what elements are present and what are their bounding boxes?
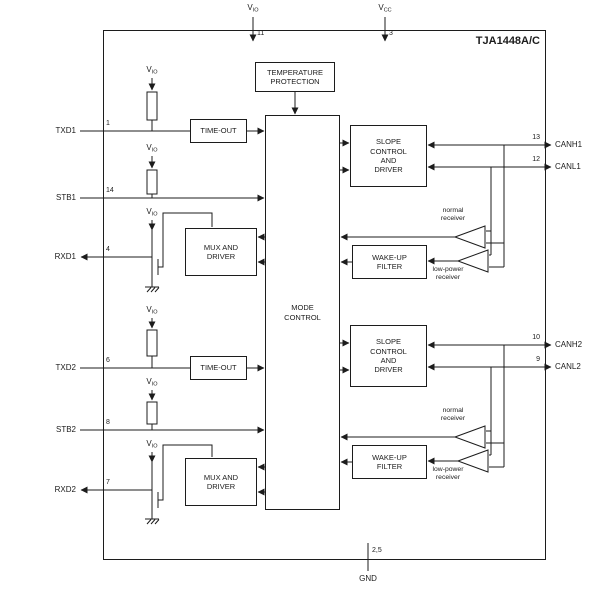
low-power-receiver2-symbol	[456, 449, 489, 473]
part-title: TJA1448A/C	[475, 35, 540, 47]
channel2-wires	[80, 318, 458, 496]
vio-rail-label-txd2: VIO	[146, 305, 158, 316]
pin-label-canh1: CANH1	[555, 140, 583, 149]
low-power-receiver2-caption: low-power receiver	[432, 466, 464, 482]
pin-label-txd2: TXD2	[55, 363, 76, 372]
pin-label-stb2: STB2	[55, 425, 76, 434]
resistor-symbol	[146, 329, 158, 357]
slope-driver2-block: SLOPE CONTROL AND DRIVER	[350, 325, 427, 387]
temperature-protection-block: TEMPERATURE PROTECTION	[255, 62, 335, 92]
normal-receiver2-symbol	[453, 425, 486, 449]
can-bus-wires	[427, 141, 552, 371]
chip-outline	[103, 30, 546, 560]
normal-receiver1-caption: normal receiver	[440, 207, 466, 223]
pin-number-stb2: 8	[106, 419, 110, 426]
vio-rail-label-rxd1: VIO	[146, 207, 158, 218]
mux-driver2-block: MUX AND DRIVER	[185, 458, 257, 506]
pin-label-canh2: CANH2	[555, 340, 583, 349]
mode-control-block: MODE CONTROL	[265, 115, 340, 510]
diagram-wires	[80, 120, 505, 571]
pin-number-gnd: 2,5	[372, 547, 382, 554]
pin-number-txd2: 6	[106, 357, 110, 364]
wakeup-filter1-block: WAKE-UP FILTER	[352, 245, 427, 279]
pin-number-canh1: 13	[532, 134, 540, 141]
pin-label-rxd1: RXD1	[54, 252, 76, 261]
vio-supply-label: VIO	[247, 3, 259, 14]
channel1-wires	[80, 78, 458, 266]
pin-label-stb1: STB1	[55, 193, 76, 202]
vio-rail-label-txd1: VIO	[146, 65, 158, 76]
low-power-receiver1-symbol	[456, 249, 489, 273]
normal-receiver2-caption: normal receiver	[440, 407, 466, 423]
low-power-receiver1-caption: low-power receiver	[432, 266, 464, 282]
vio-rail-label-stb1: VIO	[146, 143, 158, 154]
pin-label-txd1: TXD1	[55, 126, 76, 135]
timeout1-block: TIME-OUT	[190, 119, 247, 143]
resistor-symbol	[146, 169, 158, 195]
pin-number-stb1: 14	[106, 187, 114, 194]
pin-number-canl2: 9	[536, 356, 540, 363]
vio-rail-label-rxd2: VIO	[146, 439, 158, 450]
pin-label-canl2: CANL2	[555, 362, 581, 371]
resistor-symbol	[146, 91, 158, 121]
normal-receiver1-symbol	[453, 225, 486, 249]
wakeup-filter2-block: WAKE-UP FILTER	[352, 445, 427, 479]
pin-number-canh2: 10	[532, 334, 540, 341]
vio-rail-label-stb2: VIO	[146, 377, 158, 388]
pin-number-rxd2: 7	[106, 479, 110, 486]
gnd-label: GND	[359, 574, 377, 583]
pin-number-txd1: 1	[106, 120, 110, 127]
supply-wires	[249, 17, 389, 115]
resistor-symbol	[146, 401, 158, 425]
pin-label-canl1: CANL1	[555, 162, 581, 171]
timeout2-block: TIME-OUT	[190, 356, 247, 380]
pin-number-vio: 11	[257, 30, 265, 37]
pin-number-vcc: 3	[389, 30, 393, 37]
pin-number-rxd1: 4	[106, 246, 110, 253]
mux-driver1-block: MUX AND DRIVER	[185, 228, 257, 276]
pin-number-canl1: 12	[532, 156, 540, 163]
pin-label-rxd2: RXD2	[54, 485, 76, 494]
slope-driver1-block: SLOPE CONTROL AND DRIVER	[350, 125, 427, 187]
vcc-supply-label: VCC	[378, 3, 392, 14]
